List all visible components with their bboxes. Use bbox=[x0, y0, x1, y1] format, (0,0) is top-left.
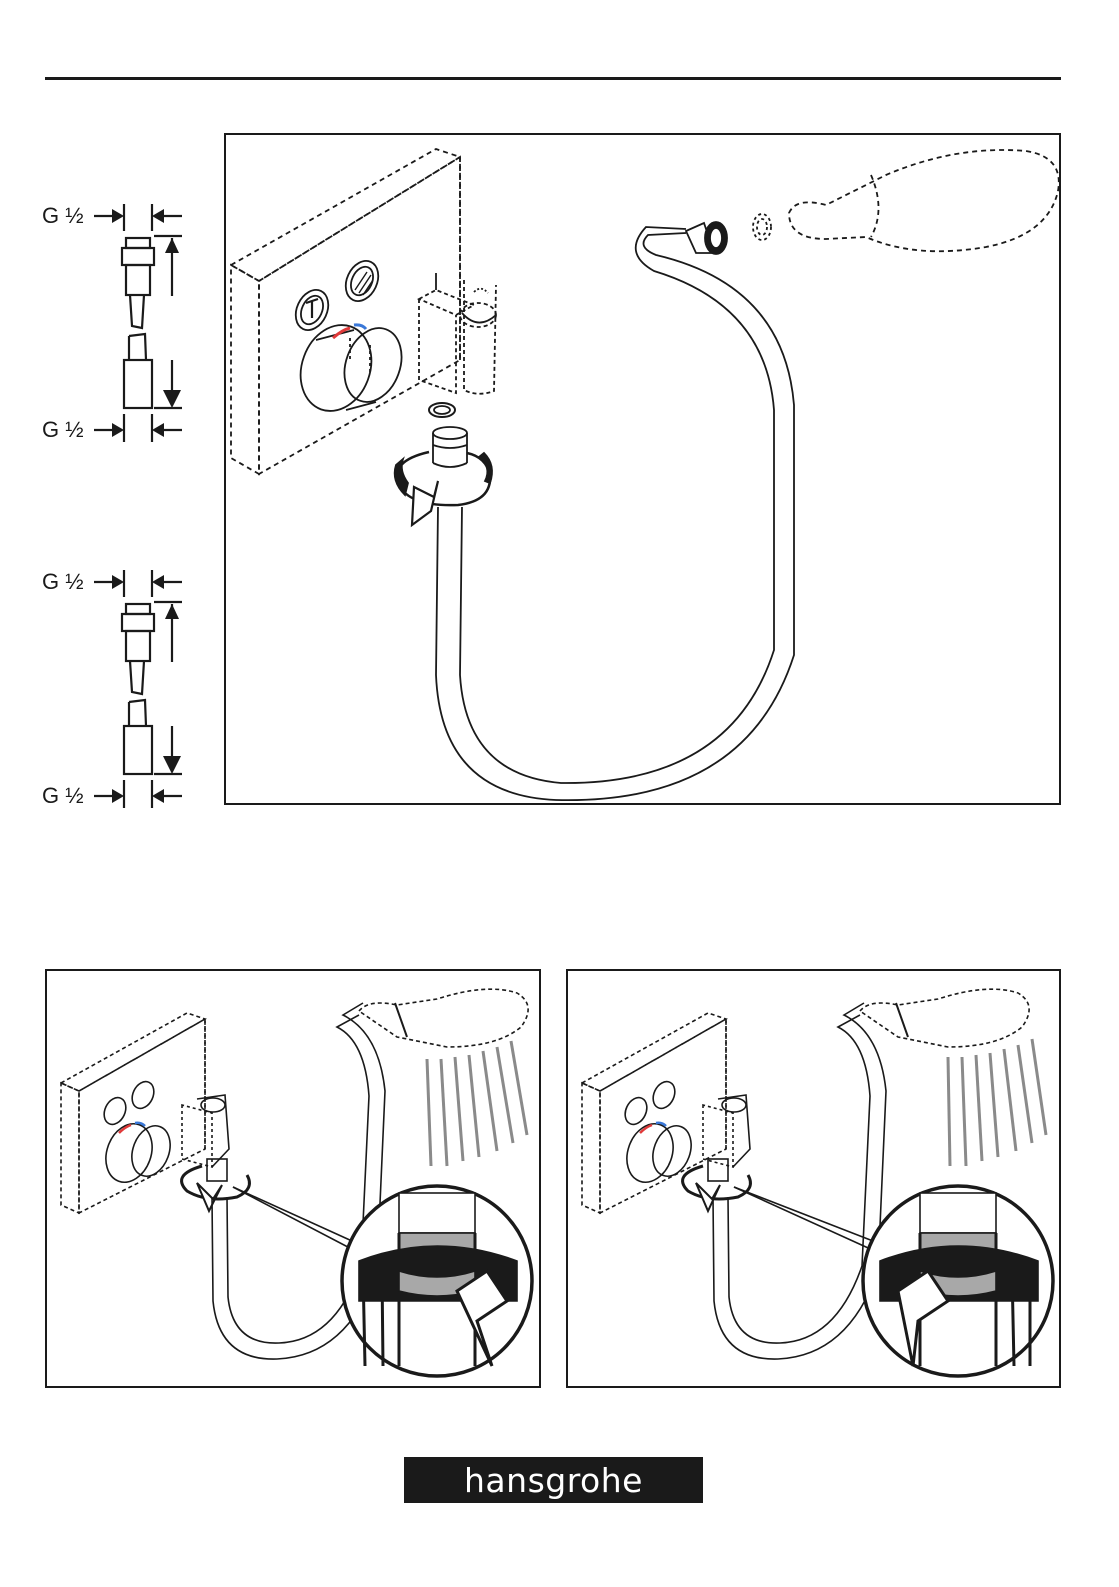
step-illustration-right bbox=[566, 969, 1061, 1388]
hose-installation-drawing bbox=[226, 135, 1061, 805]
top-rule bbox=[45, 77, 1061, 80]
brand-logo-text: hansgrohe bbox=[464, 1464, 643, 1497]
hose-fitting-drawing bbox=[42, 198, 212, 448]
main-installation-illustration bbox=[224, 133, 1061, 805]
connection-check-drawing bbox=[47, 971, 541, 1388]
brand-logo: hansgrohe bbox=[404, 1457, 703, 1503]
hose-fitting-drawing bbox=[42, 564, 212, 814]
step-illustration-left bbox=[45, 969, 541, 1388]
dimension-diagram-2: G ½ G ½ bbox=[42, 564, 212, 814]
connection-check-drawing bbox=[568, 971, 1061, 1388]
dimension-diagram-1: G ½ G ½ bbox=[42, 198, 212, 448]
